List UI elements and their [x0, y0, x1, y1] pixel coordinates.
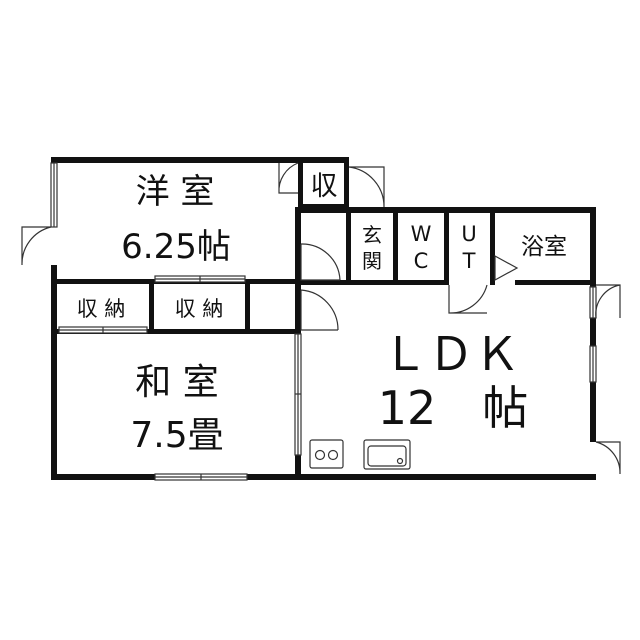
door-ldk-right-upper — [595, 284, 621, 319]
storage-left-label: 収 納 — [77, 297, 126, 321]
closet-small-label: 収 — [311, 171, 338, 202]
labels: 洋 室 6.25帖 収 玄 関 W C U T 浴室 収 納 収 納 和 室 7… — [77, 171, 567, 456]
japanese-room-size: 7.5畳 — [130, 415, 223, 456]
wall-ldk-bottom — [295, 474, 596, 480]
bath-label: 浴室 — [521, 234, 567, 260]
burner-right-icon — [327, 449, 339, 461]
genkan-label-bottom: 関 — [362, 249, 382, 273]
wall-bath-bottom — [515, 280, 596, 285]
wall-storage-divider — [149, 281, 154, 333]
wall-ldk-right-low — [590, 382, 596, 442]
wall-genkan-left — [346, 207, 351, 285]
door-bath-folding — [494, 254, 519, 282]
wall-closet-left — [298, 157, 303, 209]
sink — [363, 439, 411, 470]
door-western-exterior — [21, 226, 52, 266]
kitchen — [309, 439, 411, 470]
wall-ldk-left-lower — [295, 455, 301, 480]
ut-label-top: U — [461, 222, 476, 246]
japanese-room-name: 和 室 — [135, 362, 218, 403]
door-closet — [348, 166, 385, 208]
wall-service-bottom — [346, 280, 444, 285]
door-ut — [448, 284, 488, 314]
door-western-interior — [278, 162, 299, 194]
wall-ldk-top-left — [295, 280, 352, 285]
western-room-size: 6.25帖 — [121, 227, 231, 267]
wall-closet-right — [344, 157, 349, 209]
wall-genkan-right — [393, 207, 398, 285]
wall-center-left — [295, 207, 301, 284]
wall-storage-right — [245, 281, 250, 333]
sink-drain-icon — [396, 457, 404, 465]
sink-basin — [367, 445, 407, 467]
wall-left-lower — [51, 265, 57, 479]
wc-label-bottom: C — [414, 249, 429, 273]
wall-service-right — [590, 207, 596, 287]
genkan-label-top: 玄 — [362, 223, 382, 247]
door-ldk-right-lower — [595, 441, 621, 475]
storage-right-label: 収 納 — [175, 297, 224, 321]
wall-ut-right — [490, 207, 495, 285]
wall-ldk-right-mid — [590, 318, 596, 346]
wall-wc-right — [444, 207, 449, 285]
door-hall — [300, 243, 341, 281]
ldk-size: 12 帖 — [378, 381, 529, 435]
door-ldk-entry — [300, 289, 339, 331]
wall-closet-bottom — [298, 204, 349, 209]
western-room-name: 洋 室 — [136, 172, 215, 212]
wall-top-west — [51, 157, 349, 163]
stove — [309, 439, 344, 469]
wall-ldk-left-upper — [295, 280, 301, 334]
ldk-name: ＬＤＫ — [382, 327, 520, 381]
burner-left-icon — [314, 449, 326, 461]
ut-label-bottom: T — [462, 249, 476, 273]
doors — [21, 162, 621, 475]
windows — [50, 162, 597, 481]
wall-storage-bottom — [51, 329, 301, 334]
wc-label-top: W — [411, 222, 432, 246]
